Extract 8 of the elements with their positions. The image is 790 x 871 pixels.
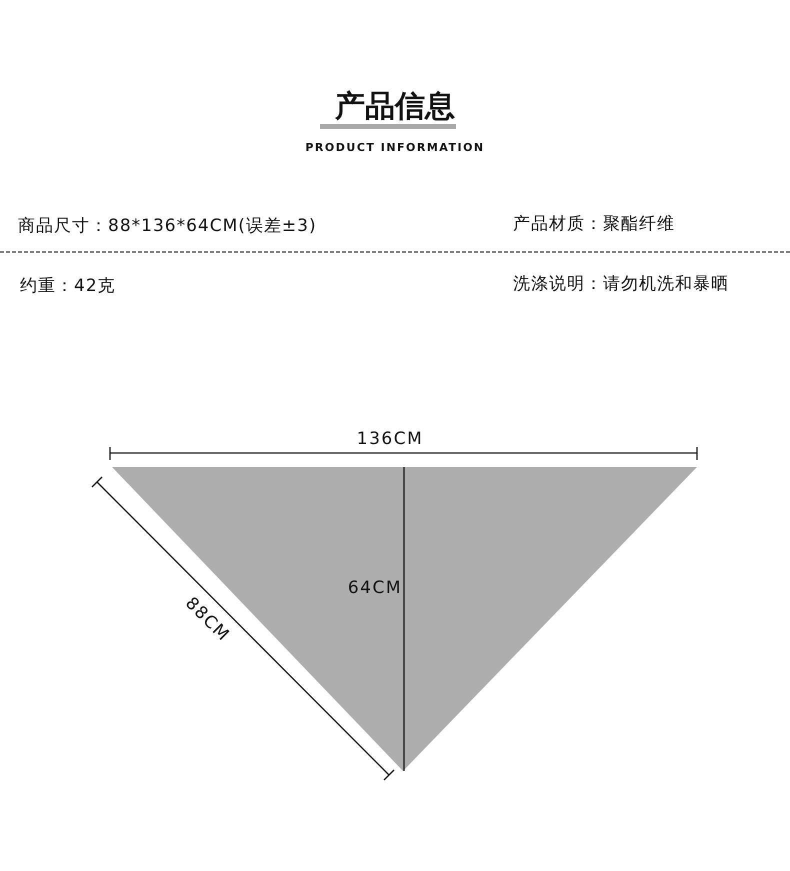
subtitle: PRODUCT INFORMATION [305,142,485,153]
spec-text: 商品尺寸：88*136*64CM(误差±3) [18,218,317,235]
dimension-label: 136CM [356,431,424,448]
spec-text: 产品材质：聚酯纤维 [513,216,675,233]
title: 产品信息 [334,92,456,122]
spec-text: 约重：42克 [20,278,116,295]
spec-text: 洗涤说明：请勿机洗和暴晒 [513,276,729,293]
dimension-label: 64CM [348,580,402,597]
